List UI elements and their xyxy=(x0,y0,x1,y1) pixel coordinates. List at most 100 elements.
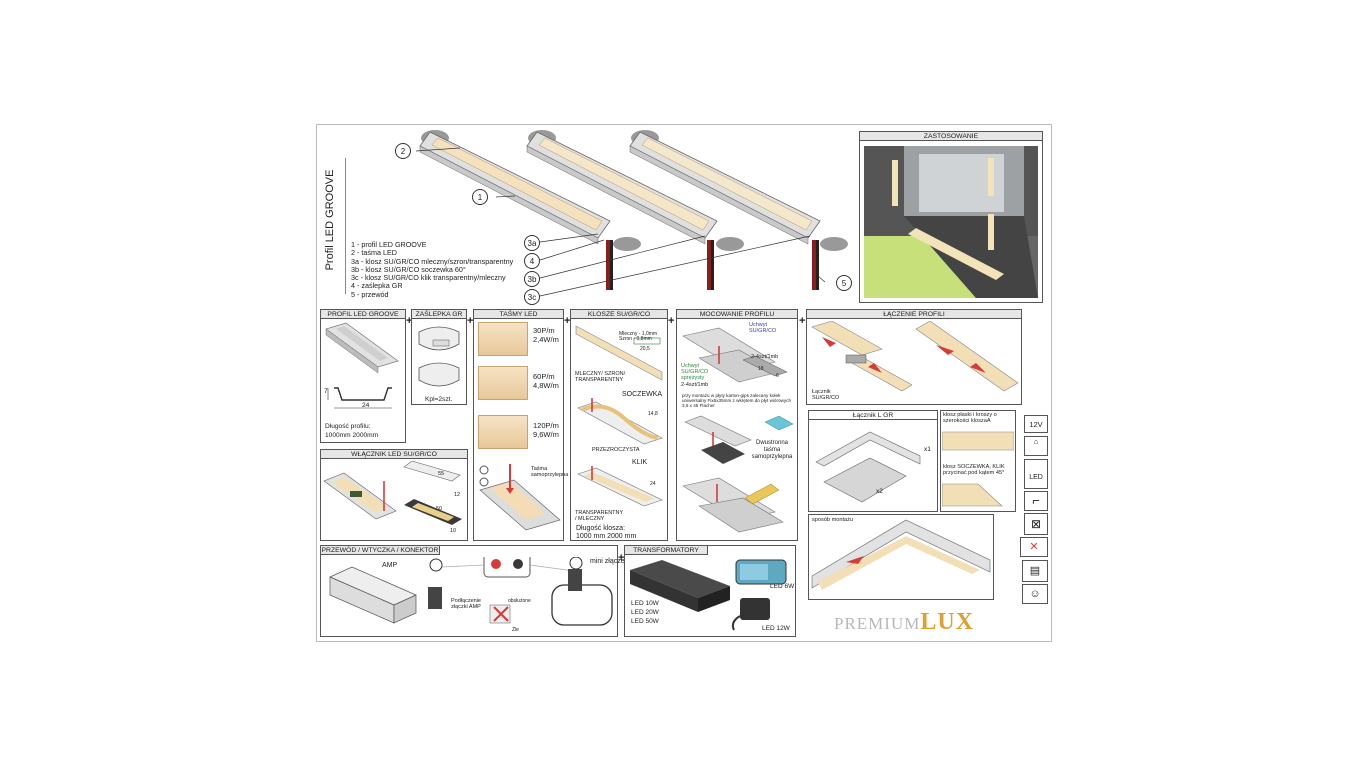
indoor-icon: ⌂ xyxy=(1024,436,1048,456)
diffuser-label: PRZEZROCZYSTA xyxy=(592,447,640,453)
soczewka-label: SOCZEWKA xyxy=(622,391,663,398)
qty-x2: x2 xyxy=(876,488,883,495)
plus-sign: + xyxy=(618,552,625,564)
legend-item: 4 - zaślepka GR xyxy=(351,281,403,291)
panel-laczenie xyxy=(806,309,1022,405)
plus-sign: + xyxy=(799,315,806,327)
dim-label: 6 xyxy=(776,373,779,379)
installer-icon: ☺ xyxy=(1022,584,1048,604)
panel-title: ZASTOSOWANIE xyxy=(859,131,1043,141)
mounting-note: przy montażu w płyty karton-gips zalecan… xyxy=(682,393,792,409)
end-cap-render xyxy=(418,326,460,387)
profile-render xyxy=(325,322,399,374)
mounting-clip-render xyxy=(682,327,788,383)
spring-clip-qty: 2-4szt/1mb xyxy=(681,382,709,388)
panel-title: ZAŚLEPKA GR xyxy=(411,309,467,319)
logo-lux: LUX xyxy=(920,609,975,635)
diffuser-label: MLECZNY/ SZRON/ TRANSPARENTNY xyxy=(575,371,626,383)
dim-label: 18 xyxy=(758,366,764,372)
tape-note: Taśma samoprzylepna xyxy=(531,466,569,478)
12v-icon: 12V xyxy=(1024,415,1048,433)
logo-premium: PREMIUM xyxy=(834,614,921,633)
led-tape-120 xyxy=(478,415,528,449)
panel-title: MOCOWANIE PROFILU xyxy=(676,309,798,319)
tape-density: 60P/m xyxy=(533,372,555,381)
length-label: Długość klosza: xyxy=(576,525,626,532)
application-photo xyxy=(864,146,1038,298)
correct-label: obsłużone xyxy=(508,598,531,604)
dim-label: 14,8 xyxy=(648,411,658,417)
transformer-label: LED 10W xyxy=(631,600,659,607)
panel-title: PROFIL LED GROOVE xyxy=(320,309,406,319)
legend-item: 3c - klosz SU/GR/CO klik transparentny/m… xyxy=(351,273,506,283)
connector-render xyxy=(811,321,912,392)
length-label: Długość profilu: xyxy=(325,423,371,430)
qty-x1: x1 xyxy=(924,446,931,453)
mini-connector-label: mini złącze xyxy=(590,558,625,565)
premiumlux-logo: PREMIUMLUX xyxy=(834,609,974,636)
panel-title: WŁĄCZNIK LED SU/GR/CO xyxy=(320,449,468,459)
connector-label: Łącznik SU/GR/CO xyxy=(812,389,840,401)
legend-item: 5 - przewód xyxy=(351,289,389,299)
callout-1: 1 xyxy=(472,189,488,205)
diffuser-click-render xyxy=(577,466,663,507)
callout-4: 4 xyxy=(524,253,540,269)
legend-item: 3b - klosz SU/GR/CO soczewka 60° xyxy=(351,264,466,274)
corner-icon: ⌐ xyxy=(1024,491,1048,511)
corner-assembly-render xyxy=(811,519,991,590)
callout-3c: 3c xyxy=(524,289,540,305)
method-label: sposób montażu xyxy=(812,517,854,523)
transformer-label: LED 6W xyxy=(770,583,795,590)
tape-install-render xyxy=(479,464,561,531)
angle-cut-render xyxy=(942,483,1003,507)
dim-width: 24 xyxy=(362,402,370,409)
transformer-render xyxy=(630,559,787,631)
weee-bin-icon: ⊠ xyxy=(1024,513,1048,535)
diffuser-label: TRANSPARENTNY / MLECZNY xyxy=(575,510,624,522)
tape-power: 4,8W/m xyxy=(533,381,559,390)
wrong-label: Źle xyxy=(512,627,519,633)
title-divider xyxy=(345,158,346,294)
dim-label: 55 xyxy=(438,471,445,477)
tape-density: 30P/m xyxy=(533,326,555,335)
panel-title: ŁĄCZENIE PROFILI xyxy=(806,309,1022,319)
transformer-label: LED 12W xyxy=(762,625,790,632)
callout-5: 5 xyxy=(836,275,852,291)
spec-line: Mleczny - 1,0mm xyxy=(619,331,658,337)
wiring-render xyxy=(329,557,613,626)
vertical-title: Profil LED GROOVE xyxy=(324,169,336,271)
l-connector-render xyxy=(815,431,921,503)
callout-3a: 3a xyxy=(524,235,540,251)
tape-mount-render xyxy=(684,415,794,464)
length-values: 1000mm 2000mm xyxy=(325,432,379,439)
transformer-label: LED 20W xyxy=(631,609,659,616)
led-tape-30 xyxy=(478,322,528,356)
dim-height: 7 xyxy=(324,388,328,395)
amp-label: AMP xyxy=(382,562,398,569)
length-values: 1000 mm 2000 mm xyxy=(576,533,637,540)
tape-power: 9,6W/m xyxy=(533,430,559,439)
legend-item: 2 - taśma LED xyxy=(351,248,397,258)
legend-item: 3a - klosz SU/GR/CO mleczny/szron/transp… xyxy=(351,256,514,266)
screw-mount-render xyxy=(682,477,784,533)
switch-render xyxy=(323,461,462,525)
clip-qty: 2-4szt/1mb xyxy=(751,354,779,360)
panel-title: KLOSZE SU/GR/CO xyxy=(570,309,668,319)
plus-sign: + xyxy=(668,315,675,327)
flat-cut-render xyxy=(942,431,1014,451)
spec-line: Szron - 0,8mm xyxy=(619,336,652,342)
cut-note: klosz SOCZEWKA, KLIK przycinać pod kątem… xyxy=(943,464,1005,477)
klik-label: KLIK xyxy=(632,459,648,466)
kpl-label: Kpl=2szt. xyxy=(425,396,453,403)
led-bulb-icon: LED xyxy=(1024,459,1048,489)
callout-3b: 3b xyxy=(524,271,540,287)
cut-note: klosz płaski i kroszy o szerokości klosz… xyxy=(943,412,997,425)
double-tape-label: Dwustronna taśma samoprzylepna xyxy=(751,440,793,460)
profiles-illustration xyxy=(415,130,848,297)
led-tape-60 xyxy=(478,366,528,400)
dim-label: 10 xyxy=(450,528,457,534)
diffuser-lens-render xyxy=(577,398,663,445)
tape-power: 2,4W/m xyxy=(533,335,559,344)
dim-label: 20,5 xyxy=(640,346,650,352)
panel-title: TRANSFORMATORY xyxy=(624,545,708,555)
